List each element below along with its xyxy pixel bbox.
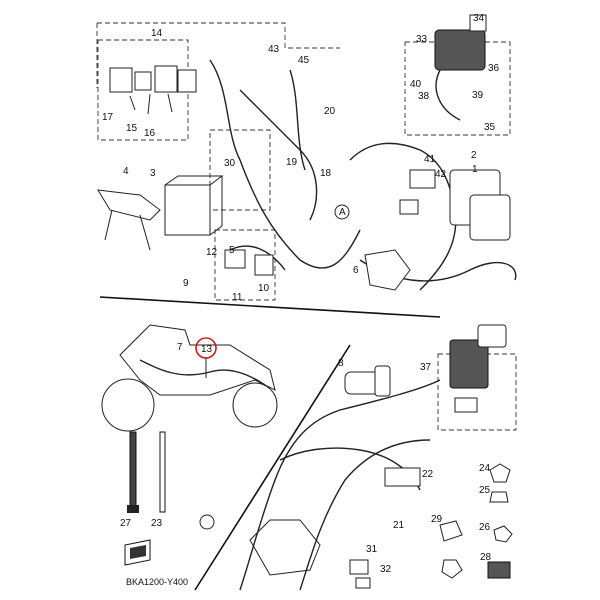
part-label-42: 42 [435,169,447,180]
clip-29 [439,520,463,542]
relay-10-12 [224,249,274,276]
part-label-15: 15 [126,123,138,134]
part-label-18: 18 [320,168,332,179]
part-label-43: 43 [268,44,280,55]
part-label-25: 25 [479,485,491,496]
frame-lower-mid [299,439,431,591]
clip-24 [489,463,511,483]
cable-tie-27 [127,431,139,513]
part-label-37: 37 [420,362,432,373]
part-label-27: 27 [120,518,132,529]
part-label-36: 36 [488,63,500,74]
part-label-24: 24 [479,463,491,474]
part-label-A: A [339,207,346,218]
frame-lower-left [239,379,441,591]
ecu-frame [437,353,517,431]
part-label-31: 31 [366,544,378,555]
part-label-6: 6 [353,265,359,276]
connector-4 [97,189,161,251]
harness-branch-3 [349,142,457,291]
part-label-32: 32 [380,564,392,575]
ref-a-marker-top [334,204,350,220]
battery-area-frame [209,129,271,211]
harness-branch-2 [289,69,306,171]
part-label-13: 13 [201,344,213,355]
fuse-area-frame [214,229,276,301]
part-label-39: 39 [472,90,484,101]
part-label-10: 10 [258,283,270,294]
part-label-29: 29 [431,514,443,525]
handlebar-switch [434,14,487,121]
part-label-8: 8 [338,358,344,369]
part-label-3: 3 [150,168,156,179]
scooter-silhouette [101,324,278,432]
clip-31-32 [349,559,371,589]
part-label-45: 45 [298,55,310,66]
cable-tie-23 [159,431,166,513]
upper-left-frame-top [97,22,340,49]
part-label-28: 28 [480,552,492,563]
part-label-4: 4 [123,166,129,177]
ref-a-marker-bottom [199,514,215,530]
part-label-26: 26 [479,522,491,533]
part-label-41: 41 [424,154,436,165]
ecu-37 [449,324,507,413]
part-label-16: 16 [144,128,156,139]
connector-41-42 [399,169,436,215]
relay-6 [364,249,411,291]
relay-cluster [109,65,197,115]
part-label-11: 11 [232,292,243,303]
label-sticker-icon [124,539,151,566]
part-label-34: 34 [473,13,485,24]
part-label-38: 38 [418,91,430,102]
part-label-33: 33 [416,34,428,45]
part-label-23: 23 [151,518,163,529]
clip-40 [441,559,463,579]
part-label-20: 20 [324,106,336,117]
clip-25 [489,491,509,503]
part-label-19: 19 [286,157,298,168]
section-divider-bottom [194,344,351,591]
part-label-9: 9 [183,278,189,289]
battery-3 [164,175,224,236]
main-harness-upper [209,59,361,269]
part-label-40: 40 [410,79,422,90]
section-divider-top [99,296,441,318]
part-label-22: 22 [422,469,434,480]
part-label-35: 35 [484,122,496,133]
engine-mount [249,519,321,576]
part-label-2: 2 [471,150,477,161]
part-label-17: 17 [102,112,114,123]
part-label-21: 21 [393,520,405,531]
harness-branch-5 [229,245,286,271]
part-label-7: 7 [177,342,183,353]
part-label-12: 12 [206,247,218,258]
starter-8 [344,365,391,397]
regulator-1-2 [449,169,511,241]
harness-branch-1 [239,89,318,221]
clip-28 [487,561,511,579]
part-label-30: 30 [224,158,236,169]
sensor-22 [384,467,421,487]
diagram-code: BKA1200-Y400 [126,577,188,587]
clip-26 [493,525,513,543]
part-label-5: 5 [229,245,235,256]
part-label-1: 1 [472,164,478,175]
part-label-14: 14 [151,28,163,39]
